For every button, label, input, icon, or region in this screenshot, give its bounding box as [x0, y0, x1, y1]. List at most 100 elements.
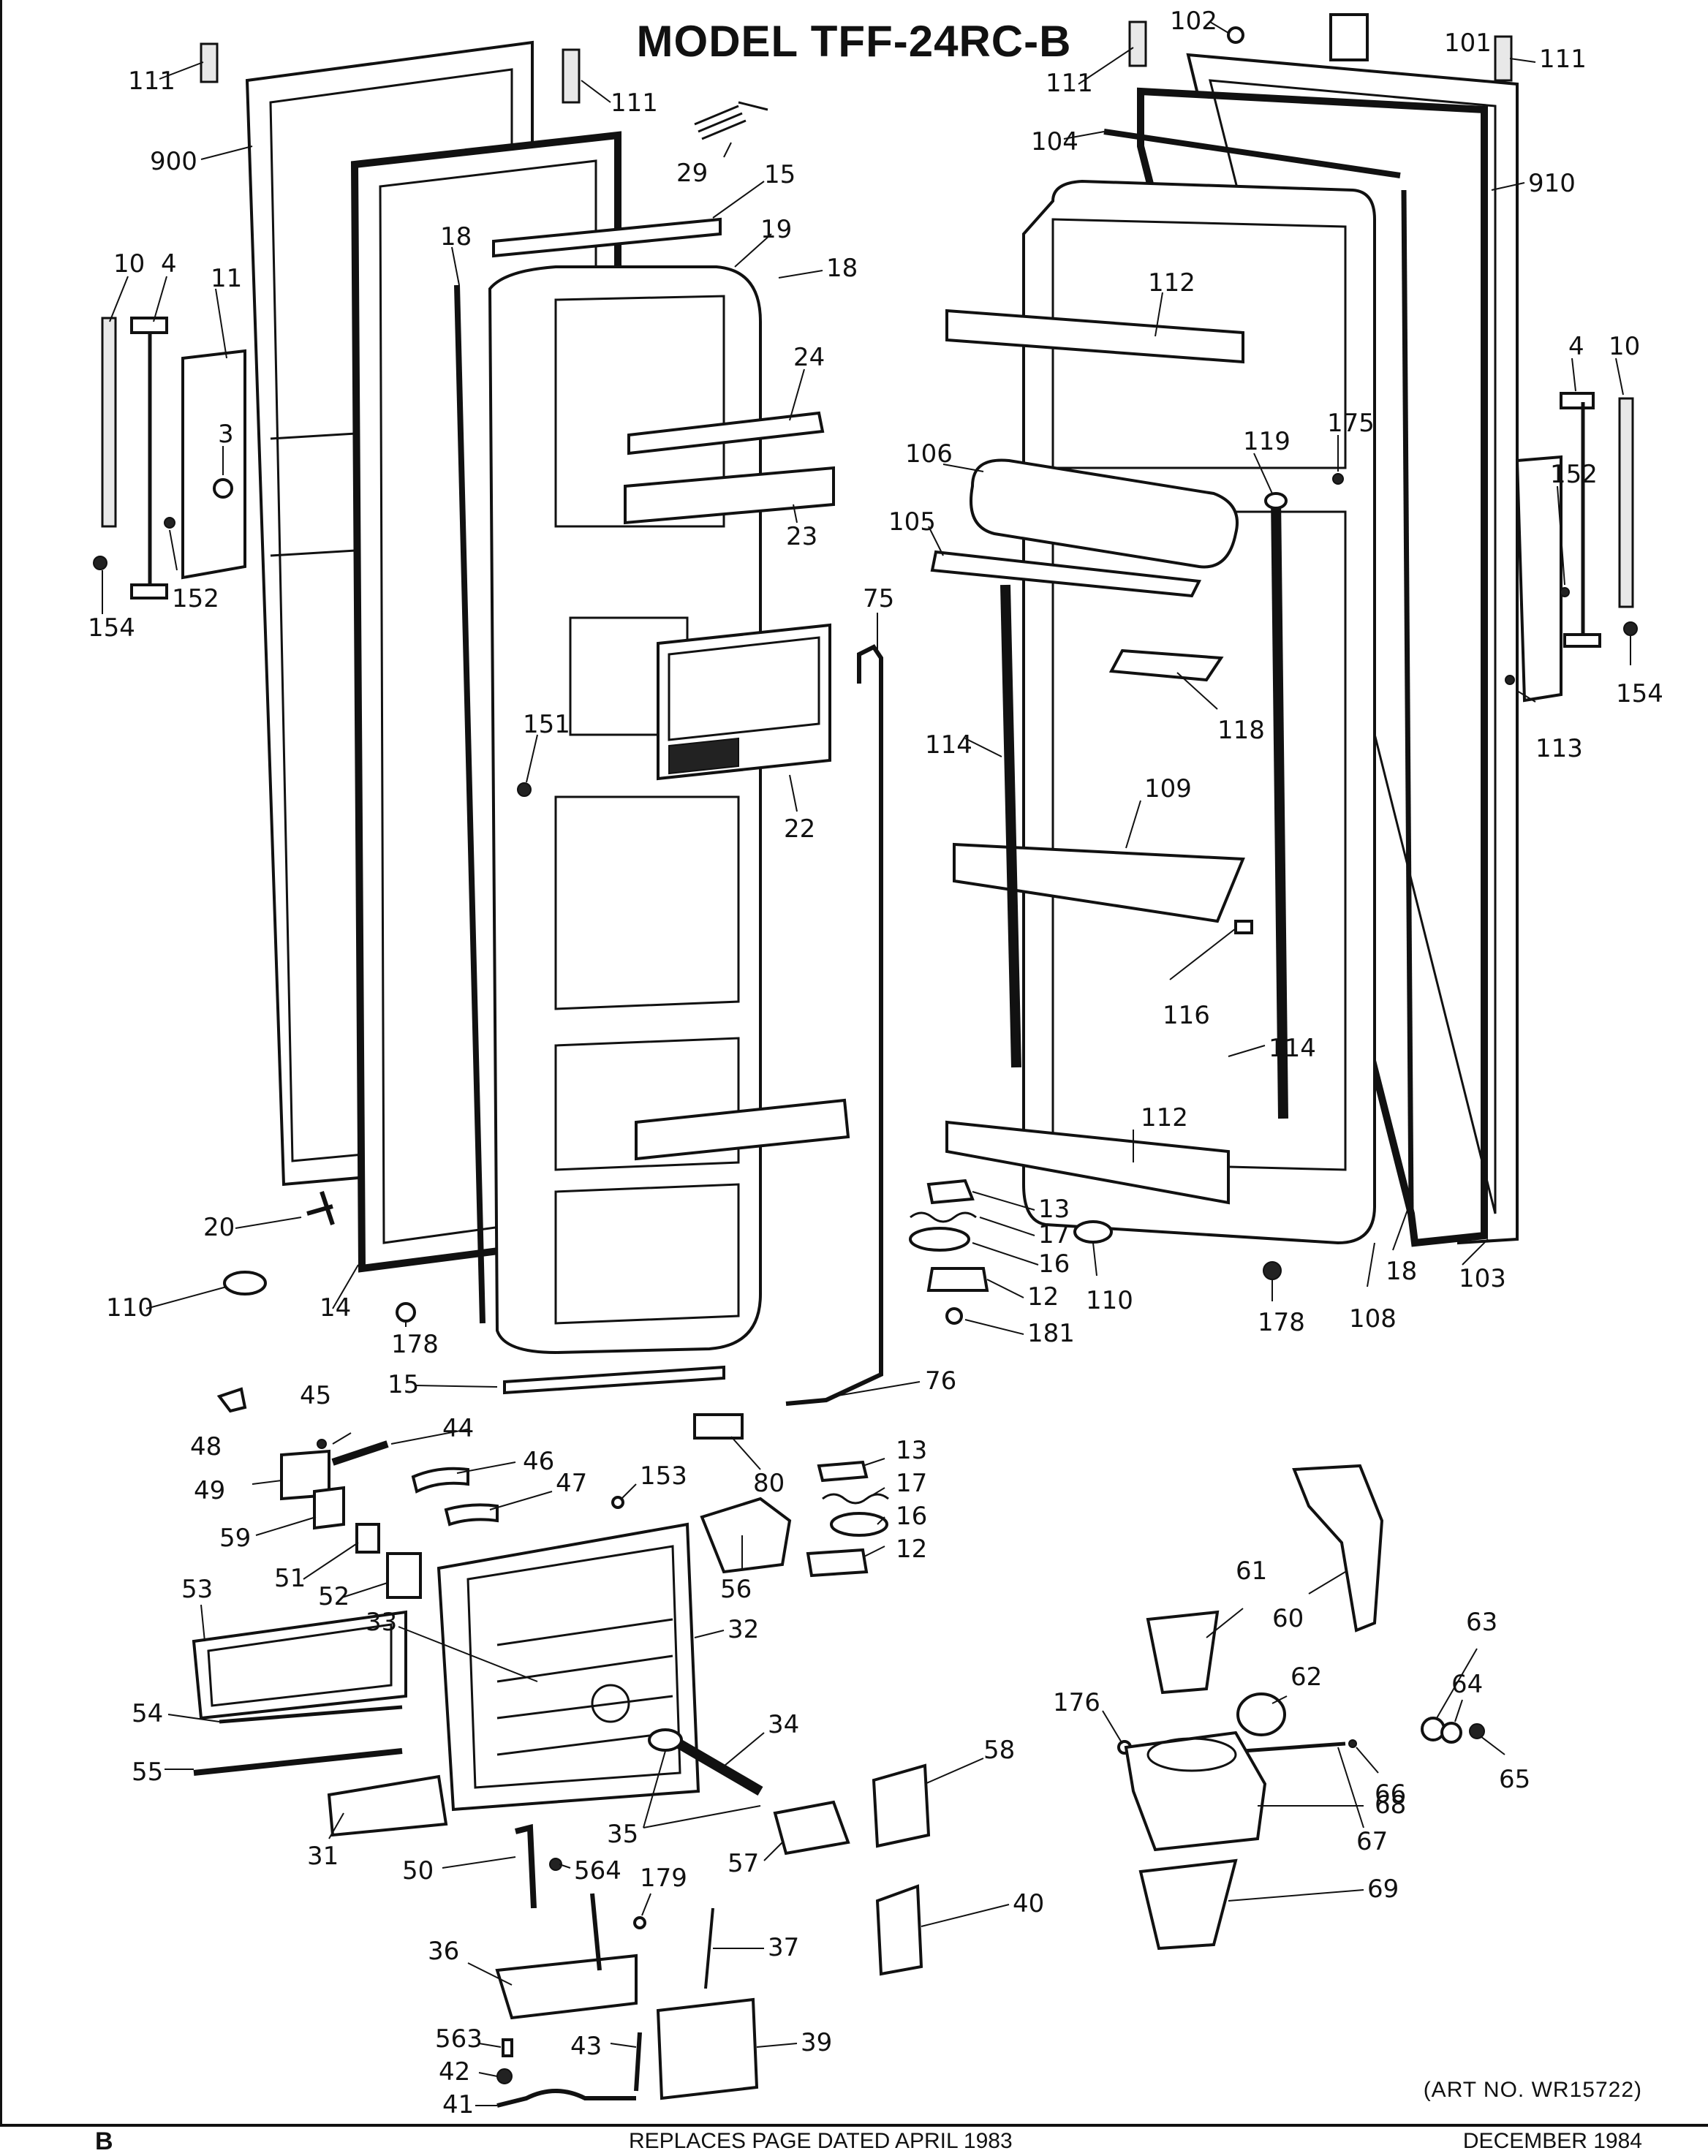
callout: 69: [1367, 1875, 1399, 1904]
screw-179: [633, 1916, 646, 1929]
callout: 17: [896, 1469, 927, 1498]
spring-17-top: [910, 1211, 977, 1223]
hinge-cover-11: [181, 349, 246, 580]
callout: 10: [113, 249, 145, 279]
shelf-105: [930, 550, 1202, 598]
clip-111-d: [1494, 35, 1513, 82]
callout: 52: [318, 1582, 349, 1611]
callout: 61: [1236, 1557, 1267, 1586]
callout: 31: [307, 1842, 339, 1871]
hinge-4-right: [1560, 392, 1595, 409]
art-number: (ART NO. WR15722): [1423, 2078, 1642, 2102]
callout: 47: [556, 1469, 587, 1498]
actuator-57: [773, 1800, 850, 1856]
replaces-note: REPLACES PAGE DATED APRIL 1983: [629, 2129, 1013, 2153]
callout: 42: [439, 2057, 470, 2087]
callout: 112: [1148, 268, 1195, 298]
callout: 175: [1327, 409, 1375, 438]
strip-55: [193, 1748, 403, 1776]
callout: 176: [1053, 1688, 1100, 1717]
bracket-47: [444, 1503, 499, 1527]
spring-17-bottom: [822, 1493, 889, 1505]
trim-strip-10-left: [101, 317, 117, 528]
callout: 59: [219, 1524, 251, 1553]
shelf-bar-21: [635, 1098, 850, 1161]
clip-116: [1234, 920, 1253, 934]
callout: 13: [1038, 1195, 1070, 1224]
hinge-12-top: [926, 1267, 989, 1292]
bracket-46: [411, 1467, 469, 1494]
frame-53: [192, 1610, 407, 1720]
shelf-bar-23: [624, 466, 835, 525]
disc-62: [1236, 1692, 1286, 1736]
callout: 102: [1170, 7, 1217, 36]
button-110-right: [1073, 1220, 1113, 1244]
dispenser-panel: [657, 623, 831, 781]
callout: 32: [728, 1615, 759, 1644]
callout: 178: [391, 1330, 439, 1359]
callout: 118: [1217, 716, 1265, 745]
callout: 19: [760, 215, 792, 244]
callout: 12: [896, 1535, 927, 1564]
screw-3: [213, 478, 233, 499]
callout: 114: [1269, 1034, 1316, 1063]
screw-175: [1332, 473, 1344, 485]
top-trim-cap: [492, 217, 722, 258]
callout: 181: [1027, 1319, 1075, 1348]
wiring-29: [694, 101, 768, 140]
solenoid-56: [700, 1497, 792, 1574]
bracket-58: [872, 1763, 931, 1848]
screw-153: [611, 1496, 624, 1509]
callout: 65: [1499, 1765, 1530, 1794]
callout: 110: [1086, 1286, 1133, 1315]
callout: 41: [442, 2090, 474, 2119]
callout: 14: [320, 1293, 351, 1323]
callout: 66: [1375, 1779, 1406, 1809]
callout: 37: [768, 1933, 799, 1962]
callout: 50: [402, 1856, 434, 1885]
housing-68: [1124, 1731, 1267, 1852]
callout: 60: [1272, 1604, 1304, 1633]
nut-64: [1440, 1722, 1462, 1744]
callout: 43: [570, 2032, 602, 2061]
callout: 80: [753, 1469, 785, 1498]
bolt-20: [306, 1191, 335, 1225]
top-bar-104: [1103, 129, 1401, 178]
callout: 910: [1528, 169, 1576, 198]
callout: 51: [274, 1564, 306, 1593]
screw-154-left: [93, 556, 107, 570]
callout: 111: [1539, 45, 1587, 74]
callout: 75: [863, 584, 894, 613]
callout: 110: [106, 1293, 154, 1323]
clip-111-c: [1128, 20, 1147, 67]
gasket-strip-right: [1401, 189, 1414, 1211]
callout: 113: [1535, 734, 1583, 763]
switch-51: [355, 1523, 380, 1554]
hinge-cover-113: [1515, 455, 1562, 703]
rod-67: [1242, 1741, 1346, 1753]
callout: 39: [801, 2028, 832, 2057]
trim-strip-10-right: [1618, 397, 1634, 608]
strip-54: [219, 1705, 403, 1724]
callout: 63: [1466, 1608, 1497, 1637]
callout: 64: [1451, 1670, 1483, 1699]
screw-152-right: [1560, 587, 1570, 597]
leader-lines: [102, 21, 1631, 2106]
callout: 179: [640, 1864, 687, 1893]
shelf-bar-112-top: [945, 309, 1244, 364]
valve-80: [693, 1413, 744, 1440]
callout: 154: [1616, 679, 1663, 708]
callout: 56: [720, 1575, 752, 1604]
callout: 11: [211, 264, 242, 293]
screw-152-left: [164, 517, 175, 529]
cam-16-top: [909, 1227, 970, 1252]
callout: 68: [1375, 1790, 1406, 1820]
page-date: DECEMBER 1984: [1462, 2129, 1642, 2153]
callout: 40: [1013, 1889, 1044, 1918]
plate-13-bottom: [817, 1460, 869, 1483]
clip-48: [216, 1387, 247, 1413]
callout: 111: [1046, 69, 1093, 98]
callout: 33: [366, 1608, 397, 1637]
callout: 108: [1349, 1304, 1397, 1334]
callout: 23: [786, 522, 817, 551]
